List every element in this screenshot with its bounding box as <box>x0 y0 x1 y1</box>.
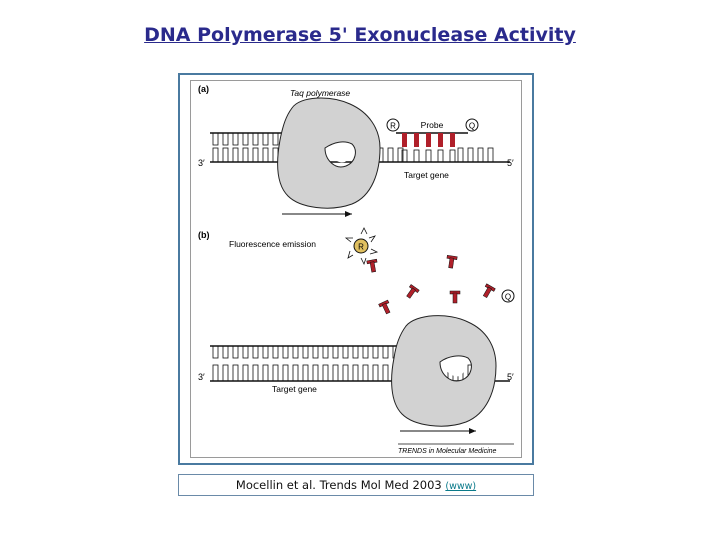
base-pair <box>487 147 494 163</box>
base-pair <box>352 364 359 382</box>
citation-caption: Mocellin et al. Trends Mol Med 2003 (www… <box>178 474 534 496</box>
base-pair <box>312 364 319 382</box>
panel-b-label: (b) <box>198 230 210 240</box>
base-pair <box>232 147 239 163</box>
base-pair <box>272 364 279 382</box>
base-pair <box>222 147 229 163</box>
taq-polymerase-label: Taq polymerase <box>290 88 350 98</box>
base-pair <box>437 149 444 163</box>
base-pair <box>262 345 269 359</box>
base-pair <box>242 364 249 382</box>
base-pair <box>342 364 349 382</box>
end-5-label-b: 5′ <box>507 372 514 382</box>
base-pair <box>302 364 309 382</box>
quencher-label-a: Q <box>469 122 475 131</box>
base-pair <box>413 149 420 163</box>
base-pair <box>292 345 299 359</box>
base-pair <box>322 345 329 359</box>
base-pair <box>262 364 269 382</box>
base-pair <box>252 147 259 163</box>
base-pair <box>212 132 219 146</box>
base-pair <box>457 147 464 163</box>
base-pair <box>342 345 349 359</box>
base-pair <box>425 149 432 163</box>
target-gene-label-b: Target gene <box>272 384 317 394</box>
probe-bases <box>402 133 455 147</box>
base-pair <box>252 364 259 382</box>
base-pair <box>272 345 279 359</box>
end-5-label-a: 5′ <box>507 158 514 168</box>
enzyme-notch-b <box>443 359 465 377</box>
reporter-dye-a <box>386 118 400 132</box>
base-pair <box>372 364 379 382</box>
end-3-label-b: 3′ <box>198 372 205 382</box>
base-pair <box>387 147 394 163</box>
base-pair <box>312 345 319 359</box>
base-pair <box>222 345 229 359</box>
panel-a-label: (a) <box>198 84 209 94</box>
taq-polymerase-enzyme-a <box>277 97 381 209</box>
base-pair <box>232 132 239 146</box>
base-pair <box>212 345 219 359</box>
base-pair <box>362 364 369 382</box>
taq-polymerase-enzyme-b <box>391 315 497 427</box>
base-pair <box>372 345 379 359</box>
base-pair <box>252 345 259 359</box>
base-pairs-upper-a <box>212 132 289 146</box>
base-pair <box>292 364 299 382</box>
end-3-label-a: 3′ <box>198 158 205 168</box>
base-pair <box>352 345 359 359</box>
quencher-dye-b <box>501 289 515 303</box>
base-pair <box>302 345 309 359</box>
base-pair <box>262 132 269 146</box>
base-pair <box>382 345 389 359</box>
base-pair <box>382 364 389 382</box>
reporter-dye-emitting <box>353 238 369 254</box>
base-pair <box>272 132 279 146</box>
base-pair <box>222 132 229 146</box>
base-pair <box>242 345 249 359</box>
base-pair <box>332 345 339 359</box>
enzyme-notch-a <box>328 145 349 163</box>
figure-inner-border <box>190 80 522 458</box>
base-pairs-upper-b <box>212 345 399 359</box>
base-pair <box>232 364 239 382</box>
base-pair <box>232 345 239 359</box>
target-gene-label-a: Target gene <box>404 170 449 180</box>
base-pair <box>212 147 219 163</box>
citation-link[interactable]: (www) <box>445 481 477 492</box>
probe-label: Probe <box>421 120 444 130</box>
base-pair <box>449 149 456 163</box>
base-pair <box>262 147 269 163</box>
base-pair <box>282 345 289 359</box>
reporter-label-a: R <box>390 122 396 131</box>
base-pair <box>282 364 289 382</box>
base-pair <box>242 147 249 163</box>
slide-title: DNA Polymerase 5' Exonuclease Activity <box>144 24 576 46</box>
cleaved-probe-fragments <box>366 255 496 315</box>
base-pair <box>467 147 474 163</box>
base-pair <box>222 364 229 382</box>
base-pair <box>322 364 329 382</box>
quencher-dye-a <box>465 118 479 132</box>
base-pair <box>477 147 484 163</box>
emission-rays <box>344 227 379 266</box>
base-pair <box>212 364 219 382</box>
base-pair <box>252 132 259 146</box>
quencher-label-b: Q <box>505 293 511 302</box>
base-pair <box>332 364 339 382</box>
base-pair <box>362 345 369 359</box>
fluorescence-emission-label: Fluorescence emission <box>229 239 316 249</box>
source-credit: TRENDS in Molecular Medicine <box>398 448 497 455</box>
citation-text: Mocellin et al. Trends Mol Med 2003 <box>235 478 446 492</box>
base-pair <box>242 132 249 146</box>
reporter-label-b: R <box>358 243 364 252</box>
